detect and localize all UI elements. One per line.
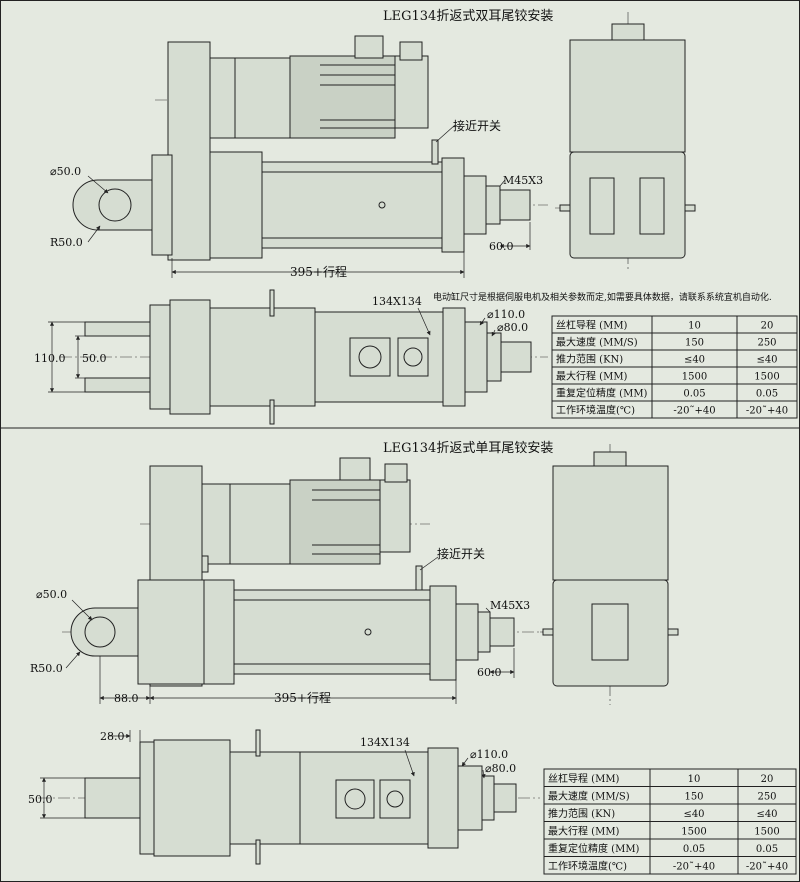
- ear-radius-dim: R50.0: [50, 236, 83, 249]
- table-value: 10: [688, 321, 701, 332]
- side-view-1: 接近开关 M45X3 60.0 ⌀50.0 R50.0 395+行程: [50, 35, 548, 279]
- ear-width-dim: 50.0: [28, 793, 53, 806]
- fork-width-dim: 110.0: [34, 352, 66, 365]
- table-param-label: 丝杠导程 (MM): [556, 319, 628, 332]
- table-value: ≤40: [756, 809, 777, 820]
- table-value: 10: [688, 774, 701, 785]
- ear-hole: [98, 188, 132, 222]
- motor-connector: [354, 35, 384, 59]
- front-flange: [441, 157, 465, 253]
- servo-motor-2: [289, 479, 381, 565]
- ear-radius-dim-2: R50.0: [30, 662, 63, 675]
- motor-end-face-2: [552, 465, 669, 581]
- side-view-2: 接近开关 M45X3 60.0 ⌀50.0 R50.0 88.0 395+行程: [30, 457, 548, 705]
- table-param-label: 工作环境温度(℃): [548, 860, 627, 873]
- top-cylinder-body: [314, 311, 444, 403]
- table-param-label: 最大行程 (MM): [556, 370, 628, 383]
- table-value: 0.05: [683, 389, 705, 400]
- proximity-switch: [431, 139, 439, 165]
- cylinder-end-face-2: [552, 579, 669, 687]
- table-value: 150: [684, 792, 703, 803]
- top-view-2: 134X134 ⌀110.0 ⌀80.0 28.0 50.0: [28, 729, 540, 865]
- table-value: -20˜+40: [746, 862, 788, 873]
- rod-end-dim: 60.0: [489, 240, 514, 253]
- table-value: 250: [757, 338, 776, 349]
- table-value: 0.05: [683, 844, 705, 855]
- table-value: 0.05: [756, 844, 778, 855]
- table-param-label: 最大速度 (MM/S): [556, 336, 638, 349]
- outer-diameter-dim-2: ⌀110.0: [470, 748, 508, 761]
- section-1-title: LEG134折返式双耳尾铰安装: [383, 9, 553, 24]
- table-param-label: 推力范围 (KN): [556, 353, 623, 366]
- mount-plate: [167, 41, 211, 261]
- motor-end-face: [569, 39, 686, 153]
- cylinder-body: [261, 161, 443, 249]
- end-view-1: [555, 12, 696, 270]
- table-value: 0.05: [756, 389, 778, 400]
- table-value: ≤40: [684, 355, 705, 366]
- top-cylinder-body-2: [299, 751, 429, 845]
- inner-diameter-dim-2: ⌀80.0: [485, 762, 516, 775]
- table-value: -20˜+40: [673, 862, 715, 873]
- table-value: 1500: [682, 372, 707, 383]
- piston-rod: [499, 189, 531, 221]
- fork-gap-dim: 50.0: [82, 352, 107, 365]
- single-ear-top: [84, 777, 141, 819]
- stroke-dim: 395+行程: [290, 264, 347, 279]
- spec-table-1: 丝杠导程 (MM) 10 20 最大速度 (MM/S) 150 250 推力范围 (KN) ≤…: [551, 315, 798, 419]
- stroke-dim-2: 395+行程: [274, 690, 331, 705]
- table-value: -20˜+40: [746, 406, 788, 417]
- inner-diameter-dim: ⌀80.0: [497, 321, 528, 334]
- table-value: 1500: [681, 827, 706, 838]
- servo-motor: [289, 55, 396, 139]
- flange-size-dim: 134X134: [372, 295, 422, 308]
- end-view-2: [540, 444, 680, 705]
- table-value: 20: [761, 774, 774, 785]
- table-param-label: 最大速度 (MM/S): [548, 790, 630, 803]
- ear-offset-dim: 88.0: [114, 692, 139, 705]
- rod-end-dim-2: 60.0: [477, 666, 502, 679]
- section-2-title: LEG134折返式单耳尾铰安装: [383, 441, 553, 456]
- section-double-ear: LEG134折返式双耳尾铰安装: [34, 9, 798, 425]
- thread-label: M45X3: [503, 174, 543, 187]
- table-value: 1500: [754, 827, 779, 838]
- fork-lower: [84, 377, 151, 393]
- top-view-1: 134X134 ⌀110.0 ⌀80.0 110.0 50.0: [34, 289, 548, 425]
- table-value: -20˜+40: [673, 406, 715, 417]
- table-value: ≤40: [683, 809, 704, 820]
- table-value: 20: [761, 321, 774, 332]
- table-param-label: 重复定位精度 (MM): [556, 387, 648, 400]
- cylinder-body-2: [233, 589, 431, 675]
- table-value: 1500: [754, 372, 779, 383]
- outer-diameter-dim: ⌀110.0: [487, 308, 525, 321]
- table-param-label: 推力范围 (KN): [548, 807, 615, 820]
- note-text: 电动缸尺寸是根据伺服电机及相关参数而定,如需要具体数据，请联系系统宜机自动化.: [433, 291, 772, 303]
- hole-diameter-dim-2: ⌀50.0: [36, 588, 67, 601]
- proximity-switch-label-2: 接近开关: [437, 546, 485, 561]
- cylinder-end-face: [569, 151, 686, 259]
- rear-ear: [72, 179, 153, 231]
- thread-label-2: M45X3: [490, 599, 530, 612]
- table-value: 150: [685, 338, 704, 349]
- ear-thickness-dim: 28.0: [100, 730, 125, 743]
- proximity-switch-label: 接近开关: [453, 118, 501, 133]
- table-value: ≤40: [756, 355, 777, 366]
- table-param-label: 工作环境温度(℃): [556, 404, 635, 417]
- table-param-label: 丝杠导程 (MM): [548, 772, 620, 785]
- rear-ear-2: [70, 607, 139, 657]
- flange-size-dim-2: 134X134: [360, 736, 410, 749]
- spec-table-2: 丝杠导程 (MM) 10 20 最大速度 (MM/S) 150 250 推力范围 (KN) ≤…: [543, 768, 797, 875]
- table-param-label: 重复定位精度 (MM): [548, 842, 640, 855]
- fork-upper: [84, 321, 151, 337]
- section-single-ear: LEG134折返式单耳尾铰安装: [28, 441, 797, 875]
- table-param-label: 最大行程 (MM): [548, 825, 620, 838]
- table-value: 250: [757, 792, 776, 803]
- hole-diameter-dim: ⌀50.0: [50, 165, 81, 178]
